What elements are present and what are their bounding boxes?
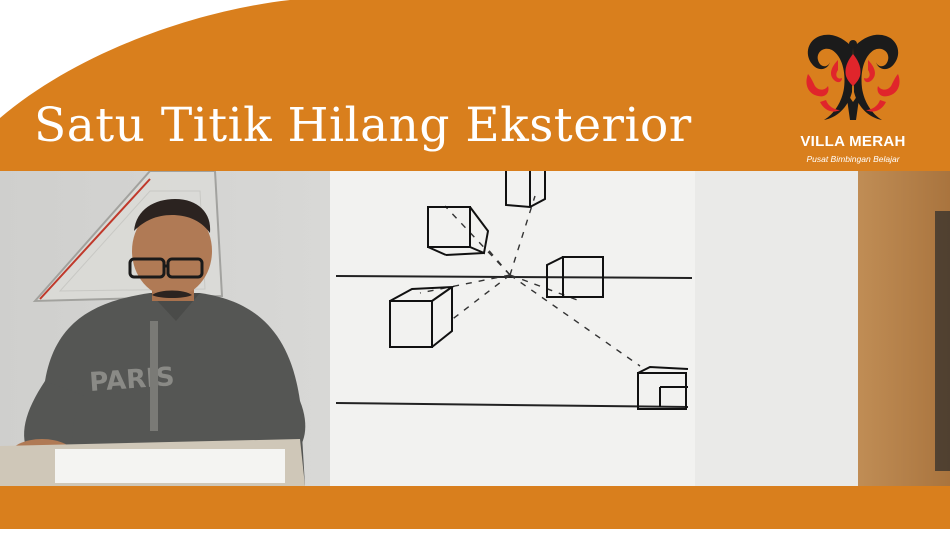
paper-sheet <box>330 171 695 486</box>
footer-strip <box>0 529 950 537</box>
whiteboard-scene: PARIS <box>0 171 950 486</box>
brand-name: VILLA MERAH <box>800 133 906 150</box>
svg-text:PARIS: PARIS <box>88 362 175 398</box>
brand-tagline: Pusat Bimbingan Belajar <box>806 154 900 164</box>
villa-merah-logo-icon <box>806 34 900 120</box>
lesson-title: Satu Titik Hilang Eksterior <box>34 98 692 153</box>
video-frame: PARIS <box>0 171 950 486</box>
header-white-curve <box>0 0 290 118</box>
paper-on-desk <box>55 449 285 483</box>
brand-logo: VILLA MERAH Pusat Bimbingan Belajar <box>793 30 913 170</box>
wooden-edge <box>858 171 950 486</box>
footer-band <box>0 486 950 537</box>
